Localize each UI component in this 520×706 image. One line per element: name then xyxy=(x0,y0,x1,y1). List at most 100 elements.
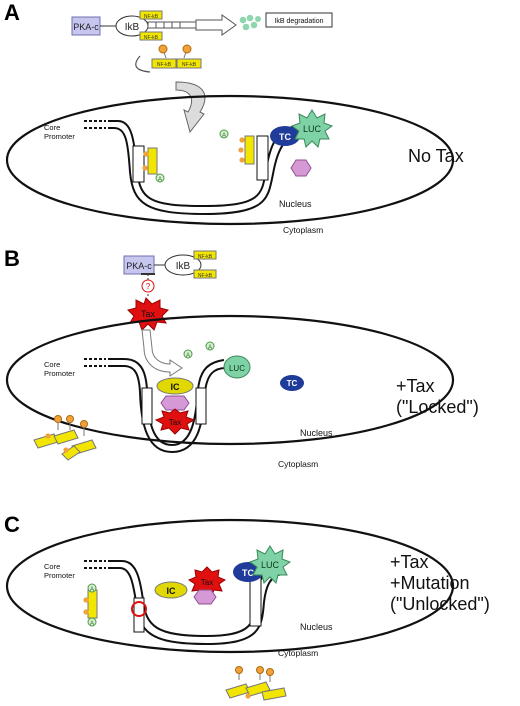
nucleus-nfkb-group: A A xyxy=(83,583,98,627)
mutation-marker xyxy=(131,601,147,617)
factor-hexagon xyxy=(160,395,190,411)
nfkb-label: NF-kB xyxy=(182,62,197,68)
cytoplasmic-nfkb-group xyxy=(33,415,97,461)
nucleus-label: Nucleus xyxy=(279,199,312,209)
nucleus-label: Nucleus xyxy=(300,428,333,438)
nfkb-chip xyxy=(193,250,217,260)
ikb-shape xyxy=(164,254,202,276)
tax-label: Tax xyxy=(201,578,213,587)
cytoplasmic-nfkb-group xyxy=(225,666,287,701)
panel-b-diagram: PKA-c IkB NF-kB NF-kB ? Tax IC Tax xyxy=(5,250,455,469)
svg-text:A: A xyxy=(90,587,94,593)
dna-strand-upper xyxy=(108,358,225,447)
panel-c: C A A IC Tax TC LUC xyxy=(0,490,520,706)
ic-label: IC xyxy=(171,382,181,392)
svg-text:NF-kB: NF-kB xyxy=(198,254,213,260)
nucleus-boundary xyxy=(5,314,455,446)
nucleus-boundary xyxy=(5,518,455,654)
ic-complex xyxy=(156,377,194,395)
tc-label: TC xyxy=(242,568,254,578)
nfkb-label: NF-kB xyxy=(144,14,159,20)
svg-text:A: A xyxy=(208,345,212,351)
svg-text:NF-kB: NF-kB xyxy=(198,273,213,279)
ic-complex xyxy=(154,581,188,599)
dna-strand-lower xyxy=(108,365,227,454)
panel-a: A PKA-c IkB NF-kB NF-kB IkB degradation xyxy=(0,0,520,240)
luciferase-circle xyxy=(223,355,251,379)
degradation-fragments-icon xyxy=(239,14,261,31)
cytoplasm-label: Cytoplasm xyxy=(278,459,318,469)
tc-complex xyxy=(270,126,300,146)
panel-letter: B xyxy=(4,246,20,271)
tc-complex xyxy=(280,375,304,391)
dna-dashes xyxy=(84,120,106,129)
core-promoter-label: Core xyxy=(44,562,60,571)
panel-letter: C xyxy=(4,512,20,537)
svg-text:A: A xyxy=(90,621,94,627)
core-promoter-label: Promoter xyxy=(44,571,75,580)
degradation-arrow xyxy=(195,14,237,36)
core-promoter-label: Core xyxy=(44,123,60,132)
kb-site-left xyxy=(132,145,145,183)
nfkb-chip xyxy=(139,10,163,20)
nfkb-chip xyxy=(147,147,158,175)
core-promoter-label: Promoter xyxy=(44,132,75,141)
tax-star xyxy=(154,408,196,435)
dna-dashes xyxy=(84,560,106,569)
luc-label: LUC xyxy=(303,124,322,134)
kb-site-right xyxy=(256,135,269,181)
svg-text:A: A xyxy=(186,353,190,359)
kb-site-right xyxy=(195,387,207,425)
tc-label: TC xyxy=(279,132,291,142)
panel-letter: A xyxy=(4,0,20,25)
tax-label: Tax xyxy=(141,309,156,319)
nucleus-label: Nucleus xyxy=(300,622,333,632)
panel-a-diagram: PKA-c IkB NF-kB NF-kB IkB degradation NF… xyxy=(5,10,455,235)
core-promoter-label: Promoter xyxy=(44,369,75,378)
nfkb-chip xyxy=(139,31,163,41)
pka-c-label: PKA-c xyxy=(73,22,99,32)
nfkb-chip xyxy=(151,58,177,69)
luc-label: LUC xyxy=(229,364,245,373)
ikb-label: IkB xyxy=(176,261,191,272)
core-promoter-label: Core xyxy=(44,360,60,369)
nfkb-chip xyxy=(244,135,255,165)
acetylation-marker xyxy=(183,349,193,359)
nfkb-chip xyxy=(193,269,217,279)
nucleus-boundary xyxy=(5,94,455,226)
question-marker xyxy=(141,279,155,293)
question-label: ? xyxy=(146,282,151,291)
acetylation-marker xyxy=(205,341,215,351)
nfkb-label: NF-kB xyxy=(157,62,172,68)
tax-label: Tax xyxy=(169,418,181,427)
luciferase-star xyxy=(248,545,292,584)
panel-b: B PKA-c IkB NF-kB NF-kB ? Tax IC xyxy=(0,240,520,490)
cytoplasm-label: Cytoplasm xyxy=(283,225,323,235)
factor-hexagon xyxy=(290,159,312,177)
condition-label: No Tax xyxy=(408,146,464,166)
svg-text:A: A xyxy=(222,133,226,139)
svg-text:A: A xyxy=(158,177,162,183)
kb-site-right xyxy=(249,573,262,627)
factor-hexagon xyxy=(193,589,217,605)
nfkb-chip xyxy=(176,58,202,69)
cytoplasm-label: Cytoplasm xyxy=(278,648,318,658)
dna-strand-lower xyxy=(108,567,283,646)
tc-complex xyxy=(233,562,263,582)
luciferase-star xyxy=(290,109,334,148)
condition-label: +Tax +Mutation ("Unlocked") xyxy=(390,552,490,614)
degradation-box xyxy=(265,12,333,28)
dna-strand-lower xyxy=(108,127,299,216)
translocation-arrow xyxy=(175,81,206,134)
panel-c-diagram: A A IC Tax TC LUC Core xyxy=(5,518,455,701)
release-arrow xyxy=(135,55,151,73)
kb-site-left xyxy=(141,387,153,425)
dna-dashes xyxy=(84,358,106,367)
pka-c-label: PKA-c xyxy=(126,261,152,271)
acetylation-marker xyxy=(155,173,165,183)
phospho-dots xyxy=(158,44,192,59)
nfkb-label: NF-kB xyxy=(144,35,159,41)
ikb-label: IkB xyxy=(125,22,140,33)
degradation-label: IkB degradation xyxy=(274,18,323,25)
luc-label: LUC xyxy=(261,560,280,570)
